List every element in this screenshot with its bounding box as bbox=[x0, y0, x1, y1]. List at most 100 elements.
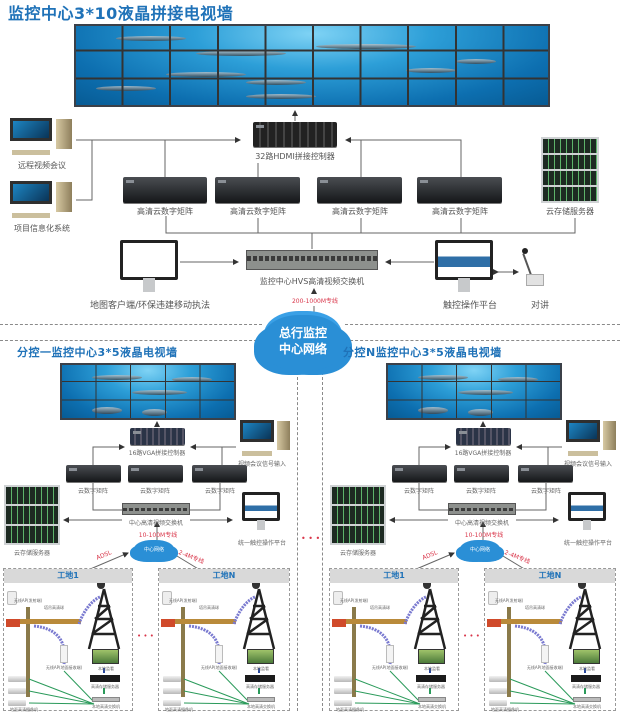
cloud-matrix bbox=[192, 465, 247, 482]
matrix-label: 高清云数字矩阵 bbox=[230, 207, 286, 216]
hd-cloud-matrix bbox=[215, 177, 300, 203]
cloud-matrix bbox=[128, 465, 183, 482]
head-office-network-cloud: 总行监控 中心网络 bbox=[262, 315, 344, 371]
nvr-icon bbox=[245, 675, 275, 682]
video-switch bbox=[122, 503, 190, 515]
storage-label: 云存储服务器 bbox=[339, 550, 377, 557]
divider-line bbox=[322, 372, 323, 711]
matrix-label: 高清云数字矩阵 bbox=[432, 207, 488, 216]
ap-rx-label: 无线AP(地面接收端) bbox=[200, 665, 238, 670]
camera-icon bbox=[163, 688, 181, 694]
matrix-label: 云数字矩阵 bbox=[139, 488, 171, 495]
divider-line bbox=[297, 372, 298, 711]
branch-connections bbox=[389, 421, 562, 571]
pc-project-info-system bbox=[10, 181, 72, 218]
switch-label: 本地高清交换机 bbox=[92, 704, 120, 709]
local-switch-icon bbox=[418, 697, 446, 702]
camera-icon bbox=[8, 688, 26, 694]
monitor-label: 本地监看 bbox=[579, 666, 595, 671]
wireless-ap-icon bbox=[162, 591, 172, 605]
nvr-label: 高清存储服务器 bbox=[246, 684, 274, 689]
main-title: 监控中心3*10液晶拼接电视墙 bbox=[8, 4, 234, 23]
cloud-storage-server bbox=[4, 485, 60, 545]
hd-cloud-matrix bbox=[317, 177, 402, 203]
nvr-icon bbox=[571, 675, 601, 682]
site-title: 工地1 bbox=[330, 569, 458, 583]
camera-icon bbox=[489, 700, 507, 706]
cloud-text: 总行监控 bbox=[278, 326, 327, 340]
map-client-monitor bbox=[120, 240, 178, 292]
video-wall-3x5 bbox=[60, 363, 236, 420]
nvr-label: 高清存储服务器 bbox=[572, 684, 600, 689]
switch-label: 本地高清交换机 bbox=[247, 704, 275, 709]
main-link-label: 200-1000M专线 bbox=[291, 298, 339, 305]
branch-title: 分控一监控中心3*5液晶电视墙 bbox=[17, 346, 178, 359]
dome-camera-icon bbox=[423, 583, 431, 589]
monitor-label: 本地监看 bbox=[98, 666, 114, 671]
dome-label: 塔吊高清球 bbox=[44, 605, 64, 610]
vga-splicing-controller bbox=[456, 428, 511, 445]
hd-cloud-matrix bbox=[417, 177, 502, 203]
touch-label: 统一触控操作平台 bbox=[563, 540, 613, 547]
branch-center: 分控一监控中心3*5液晶电视墙 16路VGA拼接控制器 视频会议信号输入 云数字… bbox=[0, 340, 297, 712]
wireless-ap-icon bbox=[215, 645, 223, 663]
pc-label: 视频会议信号输入 bbox=[237, 461, 287, 468]
cloud-matrix bbox=[518, 465, 573, 482]
branch-connections bbox=[63, 421, 236, 571]
pc-remote-video-conference bbox=[10, 118, 72, 155]
dome-camera-icon bbox=[97, 583, 105, 589]
site-title: 工地N bbox=[159, 569, 289, 583]
cloud-text: 中心网络 bbox=[278, 342, 327, 356]
touch-platform-monitor bbox=[435, 240, 493, 292]
camera-icon bbox=[489, 676, 507, 682]
video-wall-3x10 bbox=[74, 24, 550, 107]
dome-label: 塔吊高清球 bbox=[199, 605, 219, 610]
local-monitor-icon bbox=[418, 649, 445, 664]
matrix-label: 云数字矩阵 bbox=[77, 488, 109, 495]
local-monitor-icon bbox=[247, 649, 274, 664]
wireless-ap-icon bbox=[7, 591, 17, 605]
dome-camera-icon bbox=[252, 583, 260, 589]
branch-network-cloud: 中心网络 bbox=[460, 540, 500, 560]
camera-icon bbox=[489, 688, 507, 694]
matrix-label: 云数字矩阵 bbox=[465, 488, 497, 495]
nvr-label: 高清存储服务器 bbox=[417, 684, 445, 689]
touch-label: 统一触控操作平台 bbox=[237, 540, 287, 547]
camera-icon bbox=[8, 676, 26, 682]
wireless-ap-icon bbox=[386, 645, 394, 663]
nvr-icon bbox=[90, 675, 120, 682]
ap-rx-label: 无线AP(地面接收端) bbox=[45, 665, 83, 670]
divider-line bbox=[345, 324, 620, 325]
cameras-label: 地面高清摄像机 bbox=[165, 707, 193, 712]
branch-center: 分控N监控中心3*5液晶电视墙 16路VGA拼接控制器 视频会议信号输入 云数字… bbox=[326, 340, 620, 712]
switch-label: 本地高清交换机 bbox=[573, 704, 601, 709]
intercom-label: 对讲 bbox=[530, 301, 550, 311]
storage-label: 云存储服务器 bbox=[546, 207, 594, 216]
dome-camera-icon bbox=[578, 583, 586, 589]
link-label: 10-100M专线 bbox=[464, 532, 504, 539]
more-sites-ellipsis: • • • bbox=[137, 632, 154, 640]
switch-label: 中心高清视频交换机 bbox=[128, 520, 184, 527]
site-links bbox=[332, 588, 447, 705]
intercom-microphone-icon bbox=[520, 248, 544, 286]
video-wall-3x5 bbox=[386, 363, 562, 420]
ap-tx-label: 无线AP(发射端) bbox=[13, 598, 43, 603]
cloud-text: 中心网络 bbox=[469, 547, 490, 553]
video-conference-pc bbox=[566, 420, 616, 456]
more-sites-ellipsis: • • • bbox=[463, 632, 480, 640]
controller-label: 32路HDMI拼接控制器 bbox=[255, 152, 335, 161]
camera-icon bbox=[334, 688, 352, 694]
camera-icon bbox=[334, 700, 352, 706]
site-title: 工地N bbox=[485, 569, 615, 583]
site-links bbox=[487, 588, 602, 705]
cloud-matrix bbox=[392, 465, 447, 482]
construction-site: 工地N 无线AP(发射端) 塔吊高清球 无线AP(地面接收端) 本地监看 高清存… bbox=[158, 568, 290, 712]
ap-tx-label: 无线AP(发射端) bbox=[494, 598, 524, 603]
camera-icon bbox=[163, 676, 181, 682]
cameras-label: 地面高清摄像机 bbox=[10, 707, 38, 712]
matrix-label: 高清云数字矩阵 bbox=[137, 207, 193, 216]
map-client-label: 地图客户端/环保违建移动执法 bbox=[89, 301, 211, 311]
local-monitor-icon bbox=[92, 649, 119, 664]
nvr-icon bbox=[416, 675, 446, 682]
cloud-storage-server bbox=[330, 485, 386, 545]
